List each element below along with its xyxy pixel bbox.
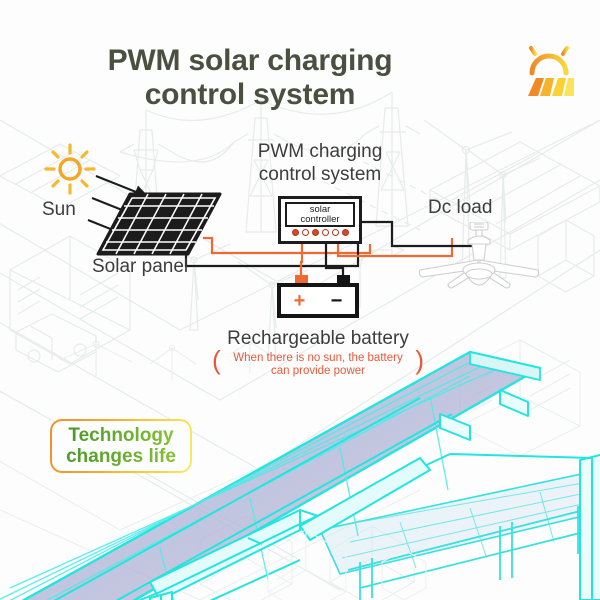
wire-battery-negative (324, 244, 345, 276)
controller-led-4 (321, 228, 329, 236)
controller-led-3 (311, 228, 319, 236)
wire-battery-positive (299, 244, 304, 276)
controller-led-1 (291, 228, 299, 236)
note-right-paren: ) (415, 345, 424, 375)
sun-over-solar-panel-logo (520, 40, 578, 96)
ceiling-fan-dc-load (418, 222, 540, 289)
controller-led-2 (301, 228, 309, 236)
badge-line2: changes life (66, 446, 176, 467)
note-left-paren: ( (212, 345, 221, 375)
wire-panel-positive (203, 236, 372, 255)
page-title-line1: PWM solar charging (107, 44, 393, 77)
solar-farm-photo-illustration (0, 339, 600, 600)
battery-positive-cap (295, 275, 308, 284)
controller-led-row (285, 226, 355, 238)
controller-screen-line1: solar (309, 203, 331, 215)
note-line2: can provide power (271, 365, 365, 377)
battery-minus-symbol: − (330, 289, 343, 312)
badge-inner: Technology changes life (52, 421, 190, 471)
controller-screen: solar controller (285, 202, 355, 227)
note-line1: When there is no sun, the battery (233, 352, 403, 364)
label-pwm-line1: PWM charging (257, 141, 383, 162)
solar-panel-graphic (96, 192, 222, 256)
badge-line1: Technology (68, 425, 174, 446)
solar-controller-device[interactable]: solar controller (278, 196, 362, 244)
label-rechargeable-battery: Rechargeable battery (227, 328, 409, 349)
label-sun: Sun (42, 199, 76, 220)
controller-led-5 (331, 228, 339, 236)
battery-negative-cap (337, 275, 350, 284)
controller-led-6 (341, 228, 349, 236)
label-solar-panel: Solar panel (92, 256, 189, 277)
technology-changes-life-badge: Technology changes life (50, 419, 192, 473)
label-pwm-charging-control-system: PWM charging control system (240, 140, 400, 186)
page-title: PWM solar charging control system (0, 44, 500, 112)
battery-plus-symbol: + (293, 289, 306, 312)
rechargeable-battery-graphic: + − (277, 283, 359, 318)
controller-screen-line2: controller (300, 213, 340, 225)
battery-note: ( ) When there is no sun, the battery ca… (212, 347, 424, 378)
label-dc-load: Dc load (428, 197, 493, 218)
label-pwm-line2: control system (258, 164, 382, 185)
sun-icon (44, 143, 96, 195)
page-title-line2: control system (144, 78, 356, 111)
